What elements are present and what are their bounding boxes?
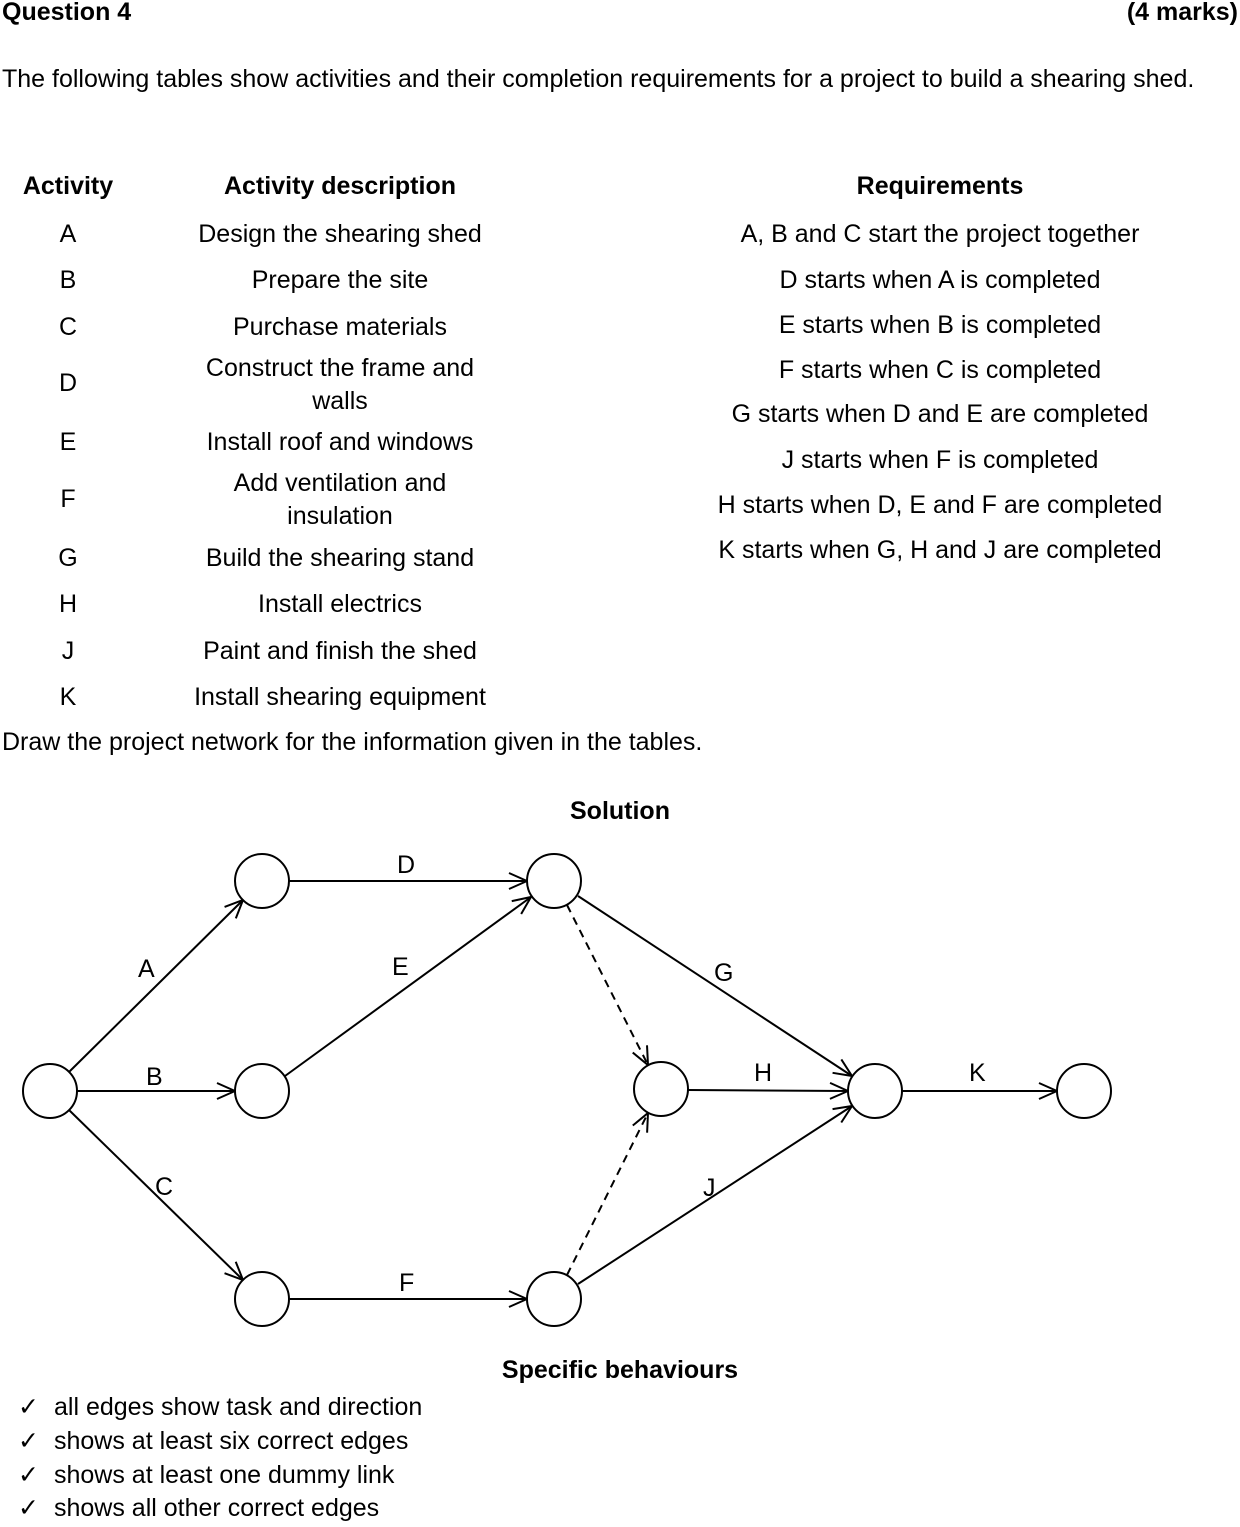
requirement-item: D starts when A is completed xyxy=(779,266,1101,294)
node-before-h xyxy=(633,1061,689,1117)
requirement-item: A, B and C start the project together xyxy=(740,220,1140,248)
description-cell: Add ventilation and insulation xyxy=(233,469,447,530)
edge-label-c: C xyxy=(155,1173,173,1201)
behaviour-text: all edges show task and direction xyxy=(54,1393,423,1421)
behaviour-text: shows at least one dummy link xyxy=(54,1461,395,1489)
edge-dummy-upper xyxy=(566,904,648,1065)
behaviour-text: shows all other correct edges xyxy=(54,1494,380,1522)
activity-cell: A xyxy=(59,220,77,248)
edge-a xyxy=(68,900,243,1073)
edge-label-k: K xyxy=(969,1059,986,1087)
edge-h xyxy=(687,1090,848,1091)
description-cell: Prepare the site xyxy=(251,266,429,294)
description-cell: Design the shearing shed xyxy=(198,220,482,248)
specific-behaviours-title: Specific behaviours xyxy=(501,1356,739,1384)
behaviour-item: ✓ shows all other correct edges xyxy=(18,1493,379,1523)
activity-cell: K xyxy=(59,683,77,711)
edge-label-j: J xyxy=(703,1174,716,1202)
header-activity: Activity xyxy=(22,172,114,200)
edge-j xyxy=(577,1106,852,1285)
node-after-b xyxy=(234,1063,290,1119)
description-cell: Build the shearing stand xyxy=(205,544,475,572)
check-icon: ✓ xyxy=(18,1461,39,1489)
requirement-item: G starts when D and E are completed xyxy=(731,400,1149,428)
check-icon: ✓ xyxy=(18,1494,39,1522)
activity-cell: C xyxy=(58,313,78,341)
requirement-item: K starts when G, H and J are completed xyxy=(718,536,1162,564)
requirement-item: J starts when F is completed xyxy=(781,446,1099,474)
activity-cell: E xyxy=(59,428,77,456)
edge-e xyxy=(284,897,531,1077)
description-cell: Paint and finish the shed xyxy=(203,637,477,665)
activity-cell: F xyxy=(60,485,76,513)
edge-label-a: A xyxy=(138,955,155,983)
activity-cell: D xyxy=(58,369,78,397)
node-start xyxy=(22,1063,78,1119)
edge-c xyxy=(68,1109,243,1280)
header-requirements: Requirements xyxy=(856,172,1024,200)
description-cell: Install roof and windows xyxy=(206,428,474,456)
instruction-text: Draw the project network for the informa… xyxy=(2,728,703,756)
description-cell: Install shearing equipment xyxy=(194,683,486,711)
question-marks: (4 marks) xyxy=(1126,0,1238,26)
behaviour-item: ✓ shows at least one dummy link xyxy=(18,1460,394,1490)
edge-label-d: D xyxy=(397,851,415,879)
edge-g xyxy=(577,895,852,1076)
edge-dummy-lower xyxy=(566,1113,648,1276)
node-after-d-e xyxy=(526,853,582,909)
activity-cell: B xyxy=(59,266,77,294)
edge-label-g: G xyxy=(714,959,733,987)
edge-label-h: H xyxy=(754,1059,772,1087)
activity-cell: H xyxy=(58,590,78,618)
description-cell: Construct the frame and walls xyxy=(205,354,475,415)
edge-label-e: E xyxy=(392,953,409,981)
activity-cell: J xyxy=(61,637,75,665)
intro-text: The following tables show activities and… xyxy=(2,65,1195,93)
behaviour-item: ✓ shows at least six correct edges xyxy=(18,1426,408,1456)
description-cell: Install electrics xyxy=(258,590,422,618)
requirement-item: E starts when B is completed xyxy=(778,311,1102,339)
node-before-k xyxy=(847,1063,903,1119)
solution-title: Solution xyxy=(570,797,670,825)
activity-cell: G xyxy=(58,544,78,572)
edge-label-b: B xyxy=(146,1063,163,1091)
node-after-c xyxy=(234,1271,290,1327)
requirement-item: H starts when D, E and F are completed xyxy=(717,491,1163,519)
edge-label-f: F xyxy=(399,1269,414,1297)
behaviour-text: shows at least six correct edges xyxy=(54,1427,409,1455)
node-after-a xyxy=(234,853,290,909)
description-cell: Purchase materials xyxy=(233,313,447,341)
node-after-f xyxy=(526,1271,582,1327)
check-icon: ✓ xyxy=(18,1393,39,1421)
requirement-item: F starts when C is completed xyxy=(778,356,1102,384)
check-icon: ✓ xyxy=(18,1427,39,1455)
header-description: Activity description xyxy=(224,172,456,200)
question-title: Question 4 xyxy=(2,0,132,26)
behaviour-item: ✓ all edges show task and direction xyxy=(18,1392,422,1422)
node-end xyxy=(1056,1063,1112,1119)
